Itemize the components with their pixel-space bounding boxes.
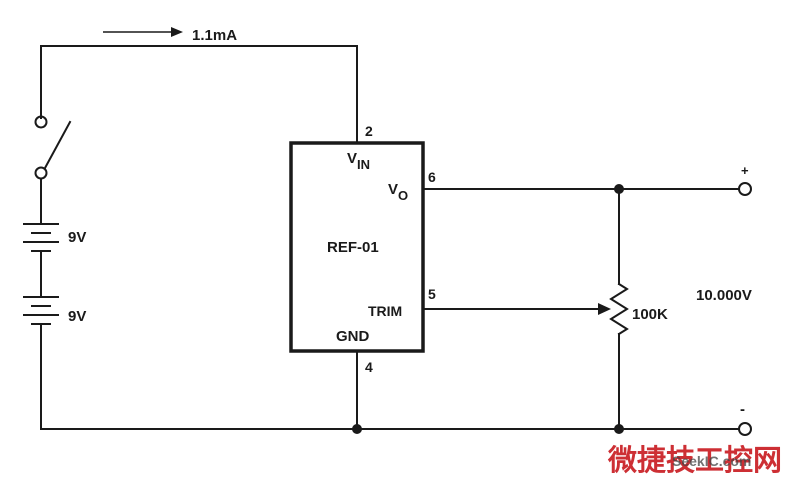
terminal-plus-label: + [741, 163, 749, 178]
current-label: 1.1mA [192, 27, 237, 44]
pin4-number: 4 [365, 359, 373, 375]
pin-trim-label: TRIM [368, 303, 402, 319]
pin-vin-label: VIN [347, 150, 370, 172]
pin2-number: 2 [365, 123, 373, 139]
trim-wiper-arrow-icon [422, 303, 611, 315]
current-arrow-icon [103, 27, 183, 37]
wire-top [40, 45, 358, 144]
battery-top-icon [23, 223, 59, 252]
pin6-number: 6 [428, 169, 436, 185]
junction-gnd-dot [352, 424, 362, 434]
battery-bottom-icon [23, 296, 59, 325]
watermark-latin: SeekIC.com [672, 453, 751, 469]
pin-gnd-label: GND [336, 328, 370, 345]
terminal-minus-icon [738, 422, 752, 436]
terminal-plus-icon [738, 182, 752, 196]
pot-label: 100K [632, 306, 668, 323]
battery-bottom-label: 9V [68, 308, 86, 325]
pin5-number: 5 [428, 286, 436, 302]
switch-icon [34, 115, 72, 180]
potentiometer-icon [609, 282, 629, 336]
battery-top-label: 9V [68, 229, 86, 246]
terminal-minus-label: - [740, 401, 745, 418]
output-voltage-label: 10.000V [696, 287, 752, 304]
junction-pot-gnd-dot [614, 424, 624, 434]
pin-vo-label: VO [388, 181, 408, 203]
ic-name: REF-01 [327, 239, 379, 256]
wire-ground-rail [40, 324, 740, 430]
watermark-chinese: 微捷技工控网 [607, 443, 782, 477]
